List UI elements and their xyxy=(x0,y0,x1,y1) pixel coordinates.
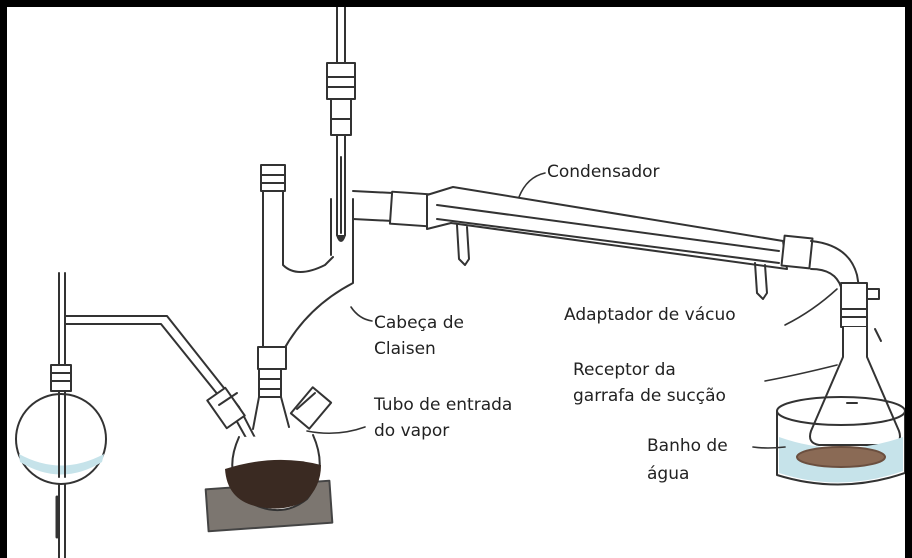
label-receptor-line2: garrafa de sucção xyxy=(573,386,726,406)
label-condensador: Condensador xyxy=(547,162,660,182)
label-banho-line2: água xyxy=(647,464,690,484)
label-cabeca-de-claisen-line2: Claisen xyxy=(374,339,436,359)
label-banho-line1: Banho de xyxy=(647,436,728,456)
vacuum-adapter xyxy=(840,282,880,328)
leader-lines xyxy=(306,172,838,449)
thermometer xyxy=(326,7,356,242)
steam-generator-flask xyxy=(15,272,107,558)
label-receptor-line1: Receptor da xyxy=(573,360,676,380)
label-cabeca-de-claisen-line1: Cabeça de xyxy=(374,313,464,333)
water-bath xyxy=(776,396,905,486)
label-tubo-de-entrada-line2: do vapor xyxy=(374,421,450,441)
three-neck-flask xyxy=(204,368,334,533)
side-arm xyxy=(352,190,432,228)
suction-flask xyxy=(809,326,901,446)
condenser xyxy=(426,186,860,300)
label-adaptador-de-vacuo: Adaptador de vácuo xyxy=(564,305,736,325)
distillation-apparatus-drawing xyxy=(15,7,905,558)
diagram-frame: Condensador Cabeça de Claisen Tubo de en… xyxy=(7,7,905,558)
label-tubo-de-entrada-line1: Tubo de entrada xyxy=(374,395,513,415)
claisen-head xyxy=(257,164,354,370)
